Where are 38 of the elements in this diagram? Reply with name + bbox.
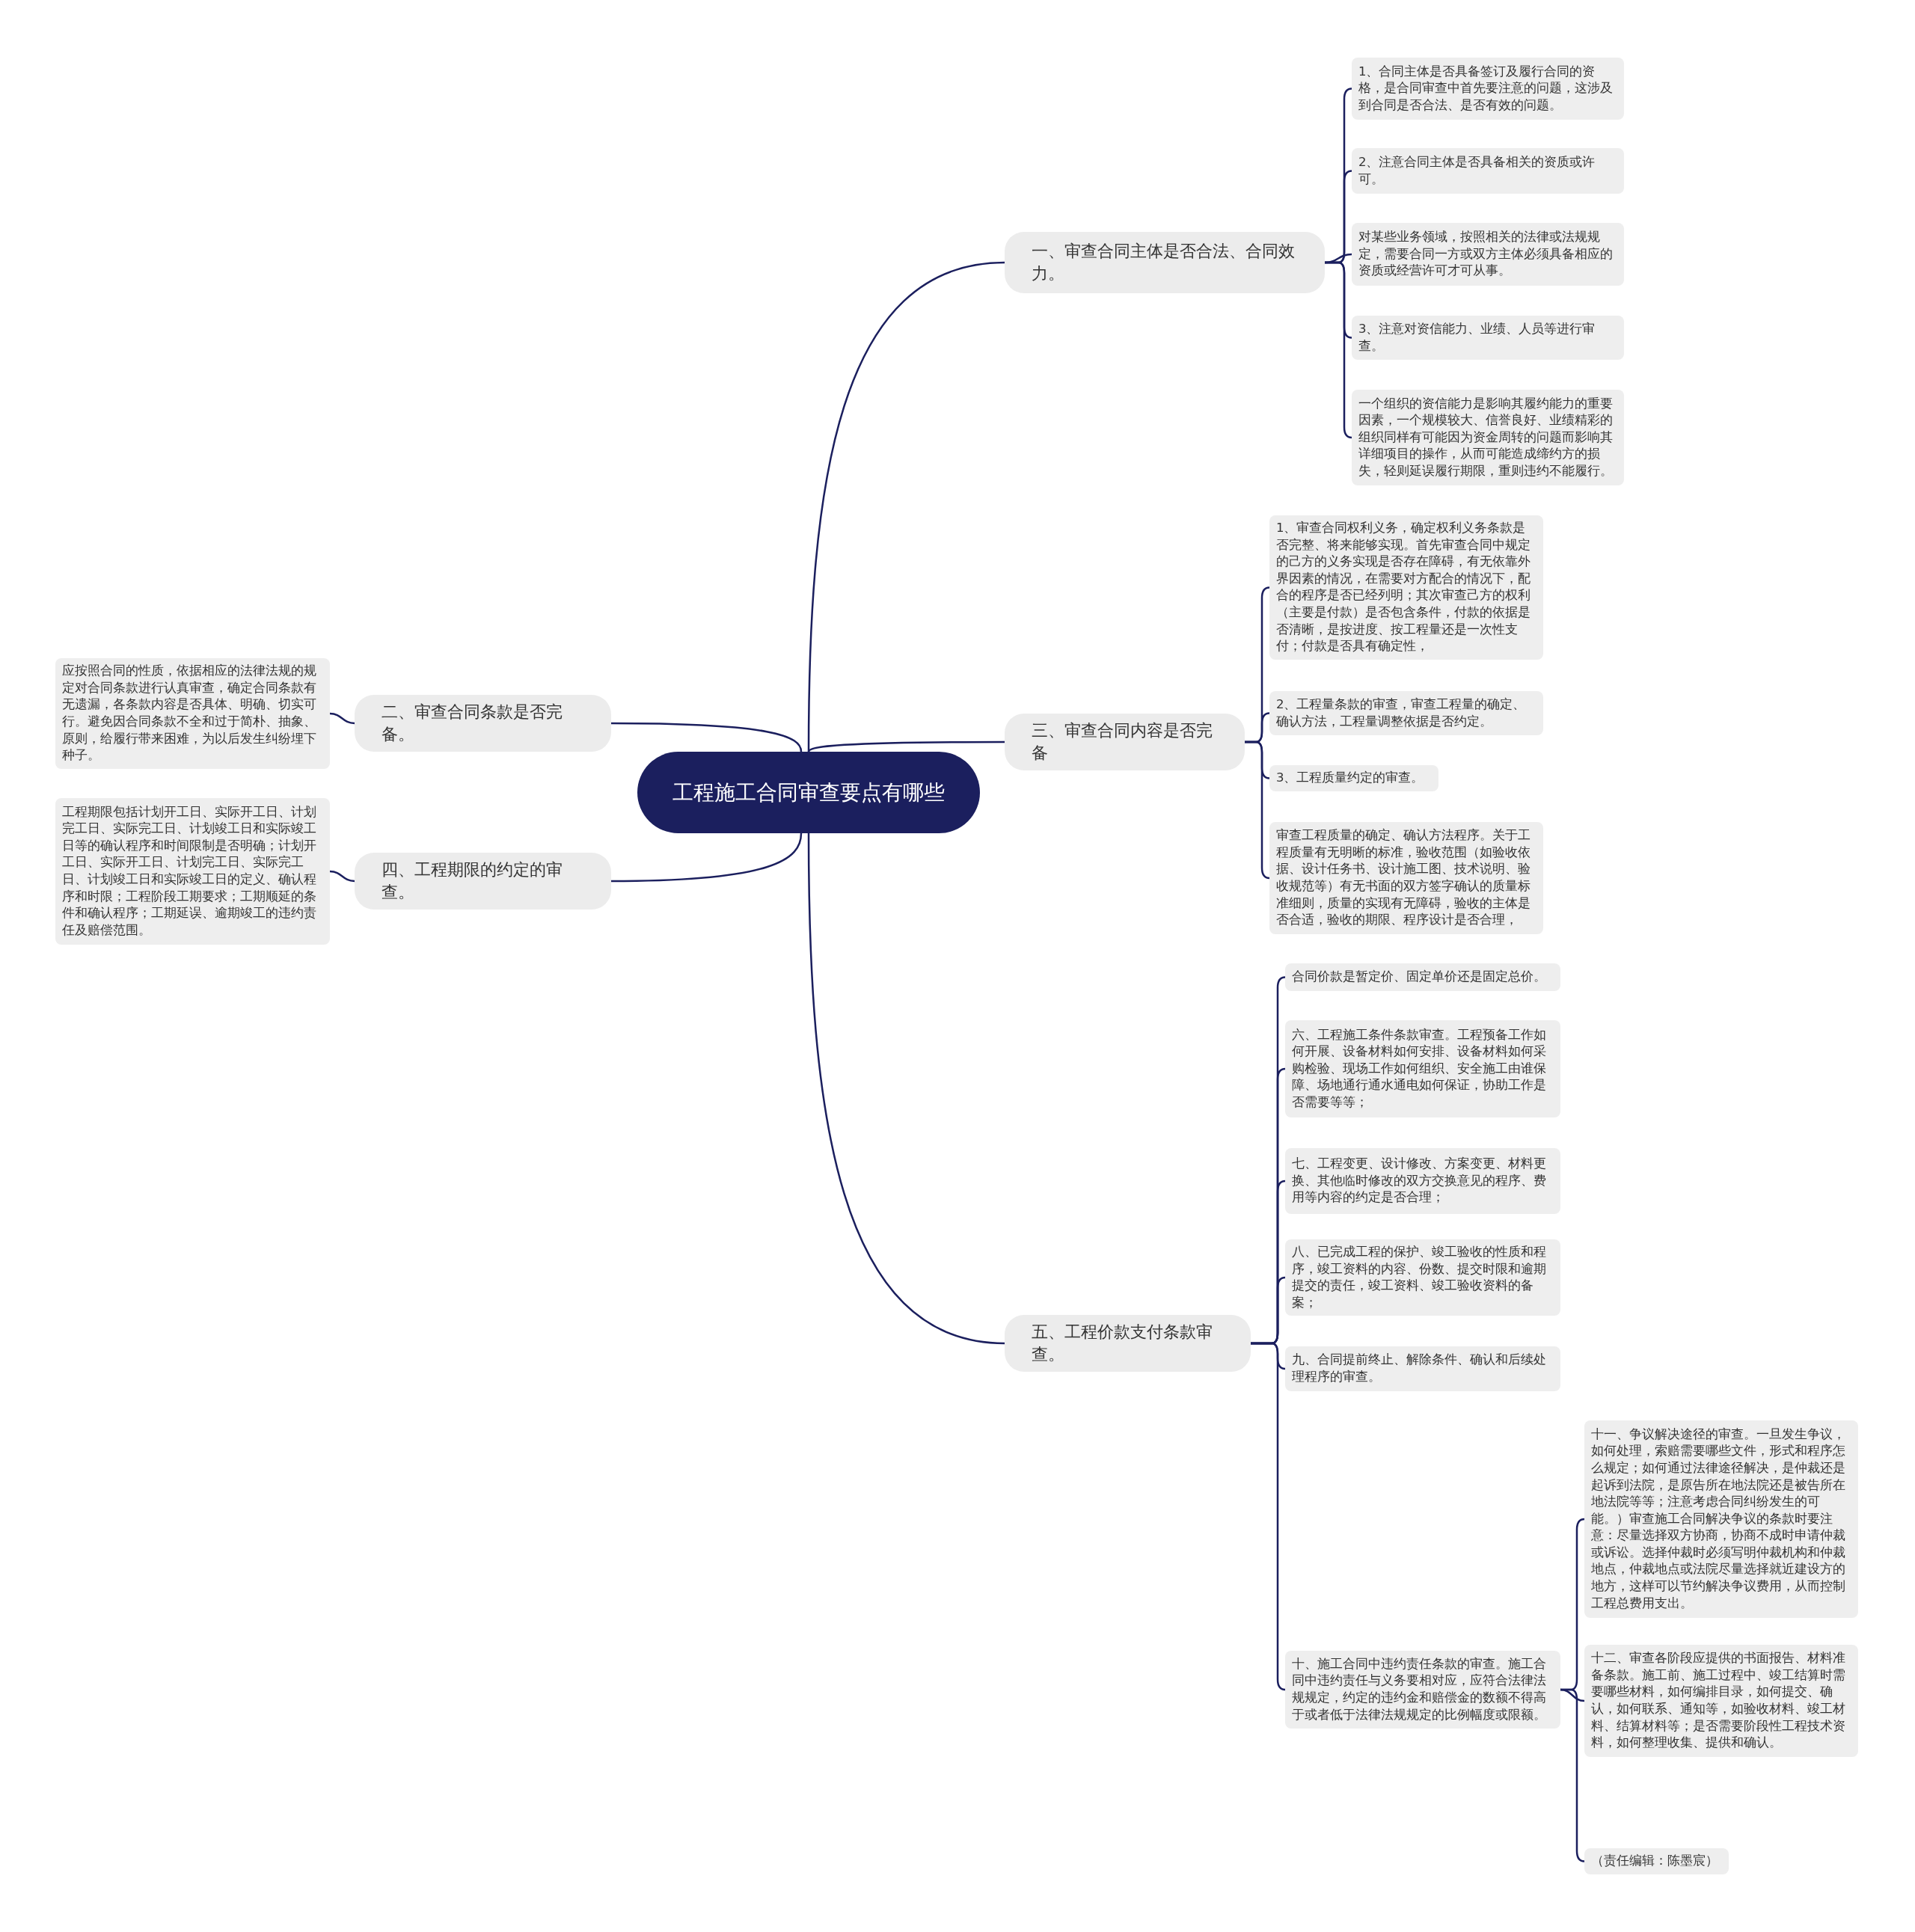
central-topic: 工程施工合同审查要点有哪些 bbox=[637, 752, 980, 833]
note-box: 十一、争议解决途径的审查。一旦发生争议，如何处理，索赔需要哪些文件，形式和程序怎么规定；如何通过法律途径解决，是仲裁还是起诉到法院，是原告所在地法院还是被告所在地法院等等；注意考虑合同纠纷发生的可能。）审查施工合同解决争议的条款时要注意：尽量选择双方协商，协商不成时申请仲裁或诉讼。选择仲裁时必须写明仲裁机构和仲裁地点，仲裁地点或法院尽量选择就近建设方的地方，这样可以节约解决争议费用，从而控制工程总费用支出。 bbox=[1584, 1420, 1858, 1618]
note-box: 应按照合同的性质，依据相应的法律法规的规定对合同条款进行认真审查，确定合同条款有无遗漏，各条款内容是否具体、明确、切实可行。避免因合同条款不全和过于简朴、抽象、原则，给履行带来困难，为以后发生纠纷埋下种子。 bbox=[55, 658, 330, 769]
note-box: 对某些业务领域，按照相关的法律或法规规定，需要合同一方或双方主体必须具备相应的资质或经营许可才可从事。 bbox=[1352, 223, 1624, 286]
connector-line bbox=[1245, 740, 1270, 880]
note-box: 十、施工合同中违约责任条款的审查。施工合同中违约责任与义务要相对应，应符合法律法规规定，约定的违约金和赔偿金的数额不得高于或者低于法律法规规定的比例幅度或限额。 bbox=[1285, 1651, 1560, 1729]
note-box: 九、合同提前终止、解除条件、确认和后续处理程序的审查。 bbox=[1285, 1346, 1560, 1391]
topic-pill: 五、工程价款支付条款审查。 bbox=[1005, 1315, 1251, 1372]
note-box: 八、已完成工程的保护、竣工验收的性质和程序，竣工资料的内容、份数、提交时限和逾期提交的责任，竣工资料、竣工验收资料的备案； bbox=[1285, 1239, 1560, 1316]
note-box: 一个组织的资信能力是影响其履约能力的重要因素，一个规模较大、信誉良好、业绩精彩的组织同样有可能因为资金周转的问题而影响其详细项目的操作，从而可能造成缔约方的损失，轻则延误履行期限，重则违约不能履行。 bbox=[1352, 390, 1624, 485]
connector-line bbox=[1325, 261, 1352, 439]
connector-line bbox=[808, 740, 1005, 752]
note-box: 六、工程施工条件条款审查。工程预备工作如何开展、设备材料如何安排、设备材料如何采购检验、现场工作如何组织、安全施工由谁保障、场地通行通水通电如何保证，协助工作是否需要等等； bbox=[1285, 1020, 1560, 1117]
connector-line bbox=[611, 722, 803, 752]
connector-line bbox=[611, 832, 803, 883]
connector-line bbox=[1251, 1342, 1286, 1691]
connector-line bbox=[1560, 1688, 1585, 1702]
connector-line bbox=[329, 870, 355, 883]
note-box: 3、注意对资信能力、业绩、人员等进行审查。 bbox=[1352, 316, 1624, 360]
topic-pill: 二、审查合同条款是否完备。 bbox=[355, 695, 611, 752]
note-box: 工程期限包括计划开工日、实际开工日、计划完工日、实际完工日、计划竣工日和实际竣工日等的确认程序和时间限制是否明确；计划开工日、实际开工日、计划完工日、实际完工日、计划竣工日和实际竣工日的定义、确认程序和时限；工程阶段工期要求；工期顺延的条件和确认程序；工期延误、逾期竣工的违约责任及赔偿范围。 bbox=[55, 798, 330, 945]
connector-line bbox=[807, 833, 1005, 1345]
connector-line bbox=[1560, 1688, 1585, 1862]
note-box: 2、工程量条款的审查，审查工程量的确定、确认方法，工程量调整依据是否约定。 bbox=[1269, 691, 1543, 735]
note-box: 十二、审查各阶段应提供的书面报告、材料准备条款。施工前、施工过程中、竣工结算时需要哪些材料，如何编排目录，如何提交、确认，如何联系、通知等，如验收材料、竣工材料、结算材料等；是否需要阶段性工程技术资料，如何整理收集、提供和确认。 bbox=[1584, 1645, 1858, 1757]
note-box: 2、注意合同主体是否具备相关的资质或许可。 bbox=[1352, 148, 1624, 194]
note-box: 七、工程变更、设计修改、方案变更、材料更换、其他临时修改的双方交换意见的程序、费用等内容的约定是否合理； bbox=[1285, 1148, 1560, 1214]
note-box: 审查工程质量的确定、确认方法程序。关于工程质量有无明晰的标准，验收范围（如验收依据、设计任务书、设计施工图、技术说明、验收规范等）有无书面的双方签字确认的质量标准细则，质量的实现有无障碍，验收的主体是否合适，验收的期限、程序设计是否合理， bbox=[1269, 822, 1543, 934]
note-box: 1、审查合同权利义务，确定权利义务条款是否完整、将来能够实现。首先审查合同中规定的己方的义务实现是否存在障碍，有无依靠外界因素的情况，在需要对方配合的情况下，配合的程序是否已经列明；其次审查己方的权利（主要是付款）是否包含条件，付款的依据是否清晰，是按进度、按工程量还是一次性支付；付款是否具有确定性， bbox=[1269, 515, 1543, 660]
topic-pill: 三、审查合同内容是否完备 bbox=[1005, 714, 1245, 770]
connector-line bbox=[807, 261, 1005, 752]
topic-pill: 一、审查合同主体是否合法、合同效力。 bbox=[1005, 232, 1325, 293]
topic-pill: 四、工程期限的约定的审查。 bbox=[355, 853, 611, 910]
note-box: 合同价款是暂定价、固定单价还是固定总价。 bbox=[1285, 963, 1560, 991]
connector-line bbox=[329, 712, 355, 725]
note-box: （责任编辑：陈墨宸） bbox=[1584, 1848, 1729, 1874]
note-box: 1、合同主体是否具备签订及履行合同的资格，是合同审查中首先要注意的问题，这涉及到合同是否合法、是否有效的问题。 bbox=[1352, 58, 1624, 120]
note-box: 3、工程质量约定的审查。 bbox=[1269, 765, 1438, 791]
